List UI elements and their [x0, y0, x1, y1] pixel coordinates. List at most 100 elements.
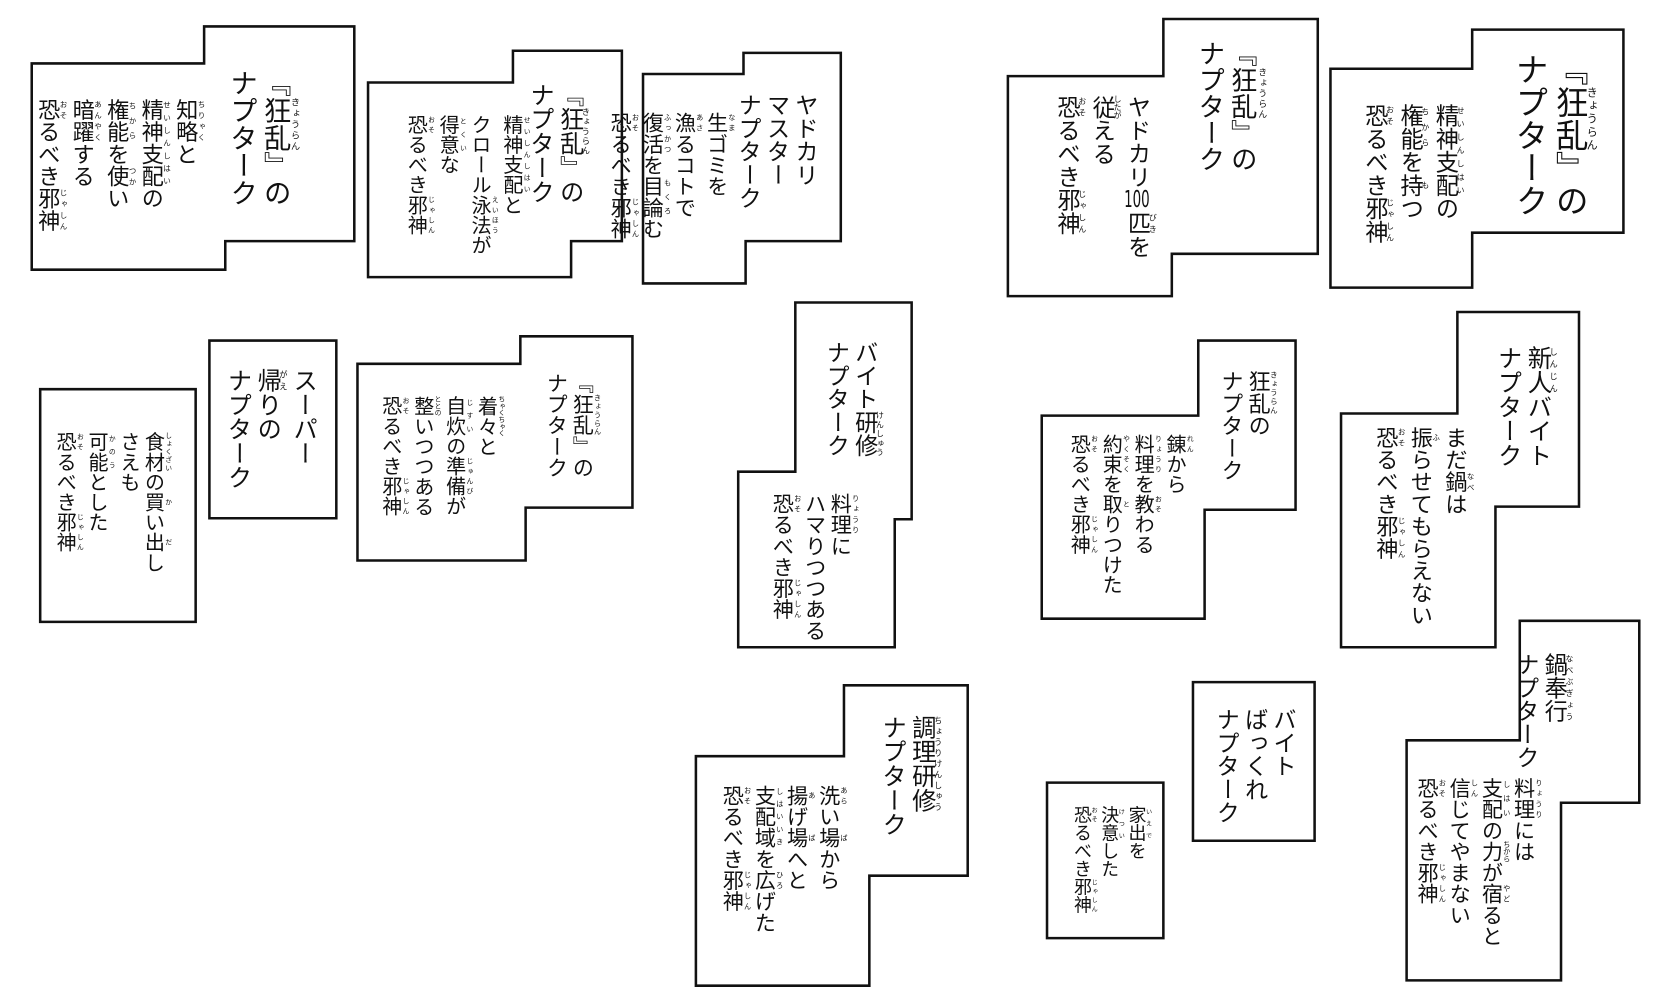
furigana: 恐おそ	[1413, 777, 1446, 799]
furigana: 狂乱きょうらん	[259, 96, 300, 152]
furigana: 決意けつい	[1097, 805, 1124, 842]
caption-box-7: スーパー帰がえりのナプターク	[208, 339, 338, 520]
furigana: 精神支配せいしんしはい	[500, 114, 531, 195]
furigana: 場ば	[783, 827, 815, 849]
caption-box-9: バイト研修けんしゅうナプターク 料理りょうりにハマりつつある恐おそるべき邪神じゃ…	[736, 301, 913, 649]
caption-line: バイト	[1269, 707, 1296, 778]
caption-line: ヤドカリ	[791, 93, 818, 187]
caption-line: 帰がえりの	[252, 368, 289, 442]
furigana: 支配域しはいいき	[751, 784, 783, 849]
caption-title: スーパー帰がえりのナプターク	[222, 368, 317, 490]
furigana: 家出いえで	[1124, 805, 1151, 842]
furigana: 邪神じゃしん	[404, 194, 436, 235]
caption-line: 『狂乱きょうらん』の	[1549, 52, 1599, 217]
furigana: 知略ちりゃく	[173, 98, 207, 143]
furigana: 恐おそ	[769, 492, 801, 514]
caption-body: 錬れんから料理りょうりを教おそわる約束やくそくを取とりつけた恐おそるべき邪神じゃ…	[1066, 434, 1194, 595]
furigana: 生なま	[703, 112, 736, 134]
caption-line: ナプターク	[1493, 345, 1521, 468]
furigana: 邪神じゃしん	[1053, 188, 1088, 235]
caption-title: 鍋奉行なべぶぎょうナプターク	[1510, 653, 1574, 769]
caption-frame	[736, 301, 913, 649]
furigana: 洗あら	[815, 784, 848, 806]
furigana: 狂乱きょうらん	[1549, 85, 1599, 152]
furigana: 買か	[141, 491, 173, 512]
furigana: 準備じゅんび	[442, 455, 474, 497]
furigana: 邪神じゃしん	[53, 511, 85, 553]
caption-line: ナプターク	[1195, 40, 1226, 173]
furigana: 教おそ	[1131, 493, 1163, 514]
caption-box-11: 新人しんじんバイトナプターク まだ鍋なべは振ふらせてもらえない恐おそるべき邪神じ…	[1339, 310, 1581, 649]
furigana: 得意とくい	[436, 114, 468, 155]
caption-line: 得意とくいな	[436, 114, 468, 175]
caption-line: バイト研修けんしゅう	[850, 340, 885, 457]
furigana: 邪神じゃしん	[1413, 861, 1446, 905]
caption-line: 『狂乱きょうらん』の	[568, 372, 601, 479]
caption-frame	[366, 49, 624, 279]
furigana: 邪神じゃしん	[1373, 515, 1407, 560]
furigana: 宿やど	[1478, 883, 1510, 905]
furigana: 料理りょうり	[1131, 433, 1163, 474]
furigana: 狂乱きょうらん	[1245, 370, 1280, 415]
caption-line: 知略ちりゃくと	[173, 98, 207, 165]
furigana: 恐おそ	[1069, 805, 1097, 824]
caption-line: 権能ちからを持もつ	[1396, 103, 1431, 220]
furigana: 邪神じゃしん	[1067, 513, 1099, 555]
caption-body: 精神支配せいしんしはいの権能ちからを持もつ恐おそるべき邪神じゃしん	[1359, 104, 1465, 244]
caption-frame	[1006, 17, 1320, 298]
caption-line: ナプターク	[223, 368, 251, 490]
furigana: 出だ	[141, 531, 173, 553]
caption-box-15: 鍋奉行なべぶぎょうナプターク 料理りょうりには支配しはいの力ちからが宿やどると信…	[1405, 619, 1641, 982]
caption-line: ナプターク	[734, 93, 761, 210]
furigana: 邪神じゃしん	[379, 475, 410, 517]
caption-line: ナプターク	[525, 82, 554, 205]
caption-body: 料理りょうりにハマりつつある恐おそるべき邪神じゃしん	[769, 493, 859, 641]
caption-line: 鍋奉行なべぶぎょう	[1538, 652, 1575, 769]
caption-title: 新人しんじんバイトナプターク	[1492, 346, 1558, 468]
furigana: 鍋奉行なべぶぎょう	[1540, 652, 1575, 723]
caption-box-5: 『狂乱きょうらん』のナプターク 精神支配せいしんしはいの権能ちからを持もつ恐おそ…	[1329, 28, 1625, 289]
caption-line: まだ鍋なべは	[1442, 426, 1476, 516]
caption-frame	[1191, 680, 1316, 843]
caption-frame	[356, 335, 634, 562]
caption-line: 料理りょうりには	[1510, 777, 1542, 862]
caption-line: 着々ちゃくちゃくと	[474, 395, 506, 457]
caption-line: 新人しんじんバイト	[1522, 345, 1559, 468]
furigana: 目論もくろ	[639, 175, 671, 218]
caption-box-1: 『狂乱きょうらん』のナプターク 知略ちりゃくと精神支配せいしんしはいの権能ちから…	[30, 25, 356, 271]
caption-body: ヤドカリ100匹びきを従したがえる恐おそるべき邪神じゃしん	[1051, 95, 1157, 258]
furigana: 漁あさ	[671, 112, 703, 134]
caption-frame	[1040, 339, 1297, 620]
caption-line: 従したがえる	[1088, 95, 1123, 166]
furigana: 邪神じゃしん	[769, 577, 801, 620]
furigana: 狂乱きょうらん	[555, 106, 591, 156]
caption-line: スーパー	[288, 368, 317, 466]
furigana: 邪神じゃしん	[1360, 196, 1395, 244]
caption-line: 約束やくそくを取とりつけた	[1099, 433, 1131, 595]
caption-title: ヤドカリマスターナプターク	[732, 93, 817, 209]
caption-box-14: バイトばっくれナプターク	[1191, 680, 1316, 843]
furigana: 錬れん	[1163, 433, 1195, 454]
caption-line: 恐おそるべき邪神じゃしん	[606, 112, 639, 240]
caption-box-3: ヤドカリマスターナプターク 生なまゴミを漁あさるコトで復活ふっかつを目論もくろむ…	[607, 51, 843, 285]
furigana: 恐おそ	[404, 114, 436, 135]
furigana: 精神支配せいしんしはい	[138, 98, 173, 188]
caption-line: 恐おそるべき邪神じゃしん	[1360, 103, 1395, 244]
caption-frame	[1339, 310, 1581, 649]
caption-line: クロール泳法えいほうが	[468, 114, 500, 255]
caption-frame	[1045, 781, 1165, 940]
furigana: 邪神じゃしん	[718, 869, 751, 912]
caption-title: バイトばっくれナプターク	[1210, 708, 1295, 824]
furigana: 暗躍あんやく	[69, 98, 104, 143]
caption-line: 暗躍あんやくする	[69, 98, 104, 188]
caption-line: ナプターク	[1212, 707, 1239, 824]
furigana: 鍋なべ	[1442, 470, 1476, 493]
caption-body: 食材しょくざいの買かい出だしさえも可能かのうとした恐おそるべき邪神じゃしん	[52, 432, 172, 573]
caption-title: 『狂乱きょうらん』のナプターク	[1194, 40, 1267, 173]
caption-frame	[1405, 619, 1641, 982]
caption-line: マスター	[762, 93, 790, 187]
caption-line: 恐おそるべき邪神じゃしん	[718, 784, 751, 912]
furigana: 力ちから	[1478, 840, 1510, 863]
caption-line: 『狂乱きょうらん』の	[259, 68, 300, 207]
furigana: 取と	[1099, 493, 1131, 514]
